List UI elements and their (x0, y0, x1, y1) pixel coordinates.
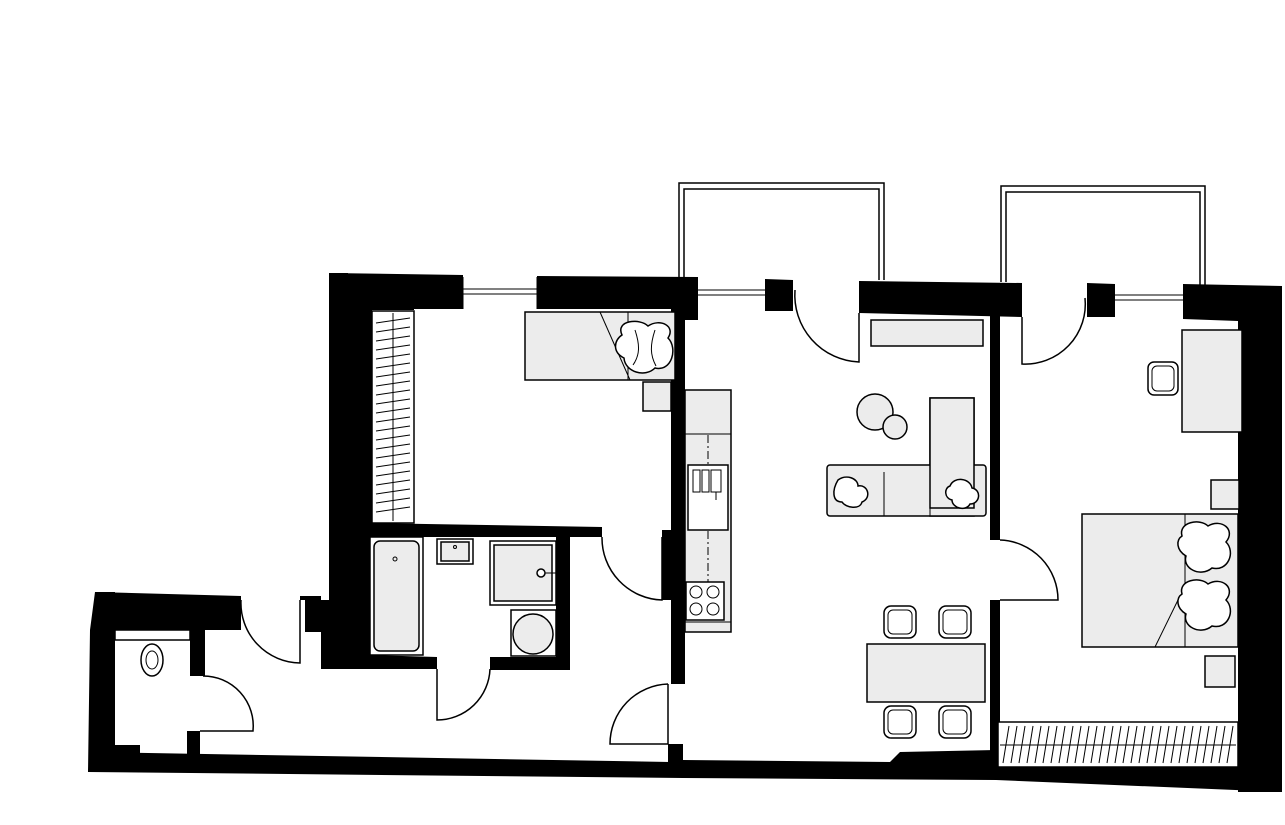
hanger-line (1010, 725, 1018, 764)
hanger-line (1130, 725, 1138, 764)
hanger-line (1074, 725, 1082, 764)
hanger-line (1034, 725, 1042, 764)
washing-machine-icon (510, 609, 557, 657)
hanger-line (1082, 725, 1090, 764)
door-wc (200, 675, 254, 732)
hanger-line (1058, 725, 1066, 764)
hanger-line (1170, 725, 1178, 764)
corner-sofa-icon (826, 397, 987, 517)
hanger-line (1162, 725, 1170, 764)
wall-top-5 (1087, 283, 1115, 317)
wall-top-1 (329, 273, 463, 525)
hanger-line (1114, 725, 1122, 764)
hanger-line (1050, 725, 1058, 764)
hanger-line (1106, 725, 1114, 764)
wall-center-right (990, 315, 1000, 540)
hanger-line (1154, 725, 1162, 764)
hanger-line (1202, 725, 1210, 764)
hanger-line (1026, 725, 1034, 764)
chair-icon-1 (883, 605, 917, 639)
door-bathroom (436, 668, 491, 721)
hanger-line (1018, 725, 1026, 764)
hanger-line (1194, 725, 1202, 764)
double-bed-icon (1081, 513, 1239, 648)
kitchen-sink-icon (687, 464, 729, 531)
hanger-line (1098, 725, 1106, 764)
shower-icon (489, 540, 557, 606)
wall-corridor-top (95, 592, 241, 640)
wall-left-main (321, 273, 370, 660)
dining-table-icon (866, 643, 986, 703)
chair-icon-3 (883, 705, 917, 739)
wall-stub-kitchen (662, 530, 675, 600)
wall-bath-right (490, 537, 570, 670)
chair-icon-2 (938, 605, 972, 639)
office-chair-icon (1147, 361, 1179, 396)
window-2 (698, 280, 765, 310)
hanger-line (1146, 725, 1154, 764)
chair-icon-4 (938, 705, 972, 739)
wall-top-2 (537, 276, 698, 309)
wall-bed-bath (370, 523, 602, 537)
door-bedroom-1 (601, 536, 663, 601)
living-kitchen (684, 319, 987, 739)
nightstand-icon (642, 381, 672, 412)
hanger-line (1138, 725, 1146, 764)
window-1 (462, 277, 538, 309)
sink-icon (436, 538, 474, 565)
door-balcony-left (794, 289, 860, 363)
hanger-line (1210, 725, 1218, 764)
hanger-line (1066, 725, 1074, 764)
wall-center-left-top (677, 296, 698, 320)
hanger-line (1002, 725, 1010, 764)
hanger-line (1090, 725, 1098, 764)
hanger-line (1186, 725, 1194, 764)
wall-stub (300, 596, 321, 632)
bathroom (369, 536, 557, 657)
wall-wc-partition (190, 630, 205, 676)
wall-top-6 (1183, 284, 1282, 792)
pillow-icon (614, 320, 674, 374)
bedroom-1 (371, 310, 676, 524)
wall-left-outer (88, 592, 140, 772)
side-table-icon (856, 393, 908, 440)
bathtub-icon (369, 536, 424, 656)
wall-center-bottom-stub (668, 744, 683, 762)
nightstand-icon-bottom (1204, 655, 1236, 688)
balcony-right (1000, 185, 1206, 285)
balcony-left (678, 182, 885, 280)
hanger-line (1178, 725, 1186, 764)
wall-top-3 (765, 279, 793, 311)
door-entrance (609, 683, 669, 745)
hanger-line (1042, 725, 1050, 764)
wardrobe-icon (371, 310, 415, 524)
hanger-line (1218, 725, 1226, 764)
desk-icon (1181, 329, 1243, 433)
wall-wc-partition-low (187, 731, 200, 760)
window-3 (1115, 285, 1183, 318)
cooktop-icon (685, 581, 725, 621)
hanger-line (1122, 725, 1130, 764)
door-corridor (240, 599, 301, 664)
bedroom-2 (997, 329, 1243, 768)
hanger-line (1226, 725, 1234, 764)
nightstand-icon-top (1210, 479, 1240, 510)
doors (200, 289, 1087, 745)
wall-bath-bottom (321, 655, 437, 669)
wall-bottom (88, 744, 1282, 792)
toilet-icon (114, 629, 191, 677)
wc (114, 629, 191, 677)
chair-icon (883, 605, 972, 739)
door-balcony-right (1021, 297, 1087, 365)
walls (88, 273, 1282, 792)
tv-console-icon (870, 319, 984, 347)
wardrobe-icon-2 (997, 721, 1239, 768)
wall-top-4 (859, 281, 1022, 317)
door-bedroom-2 (999, 539, 1059, 601)
